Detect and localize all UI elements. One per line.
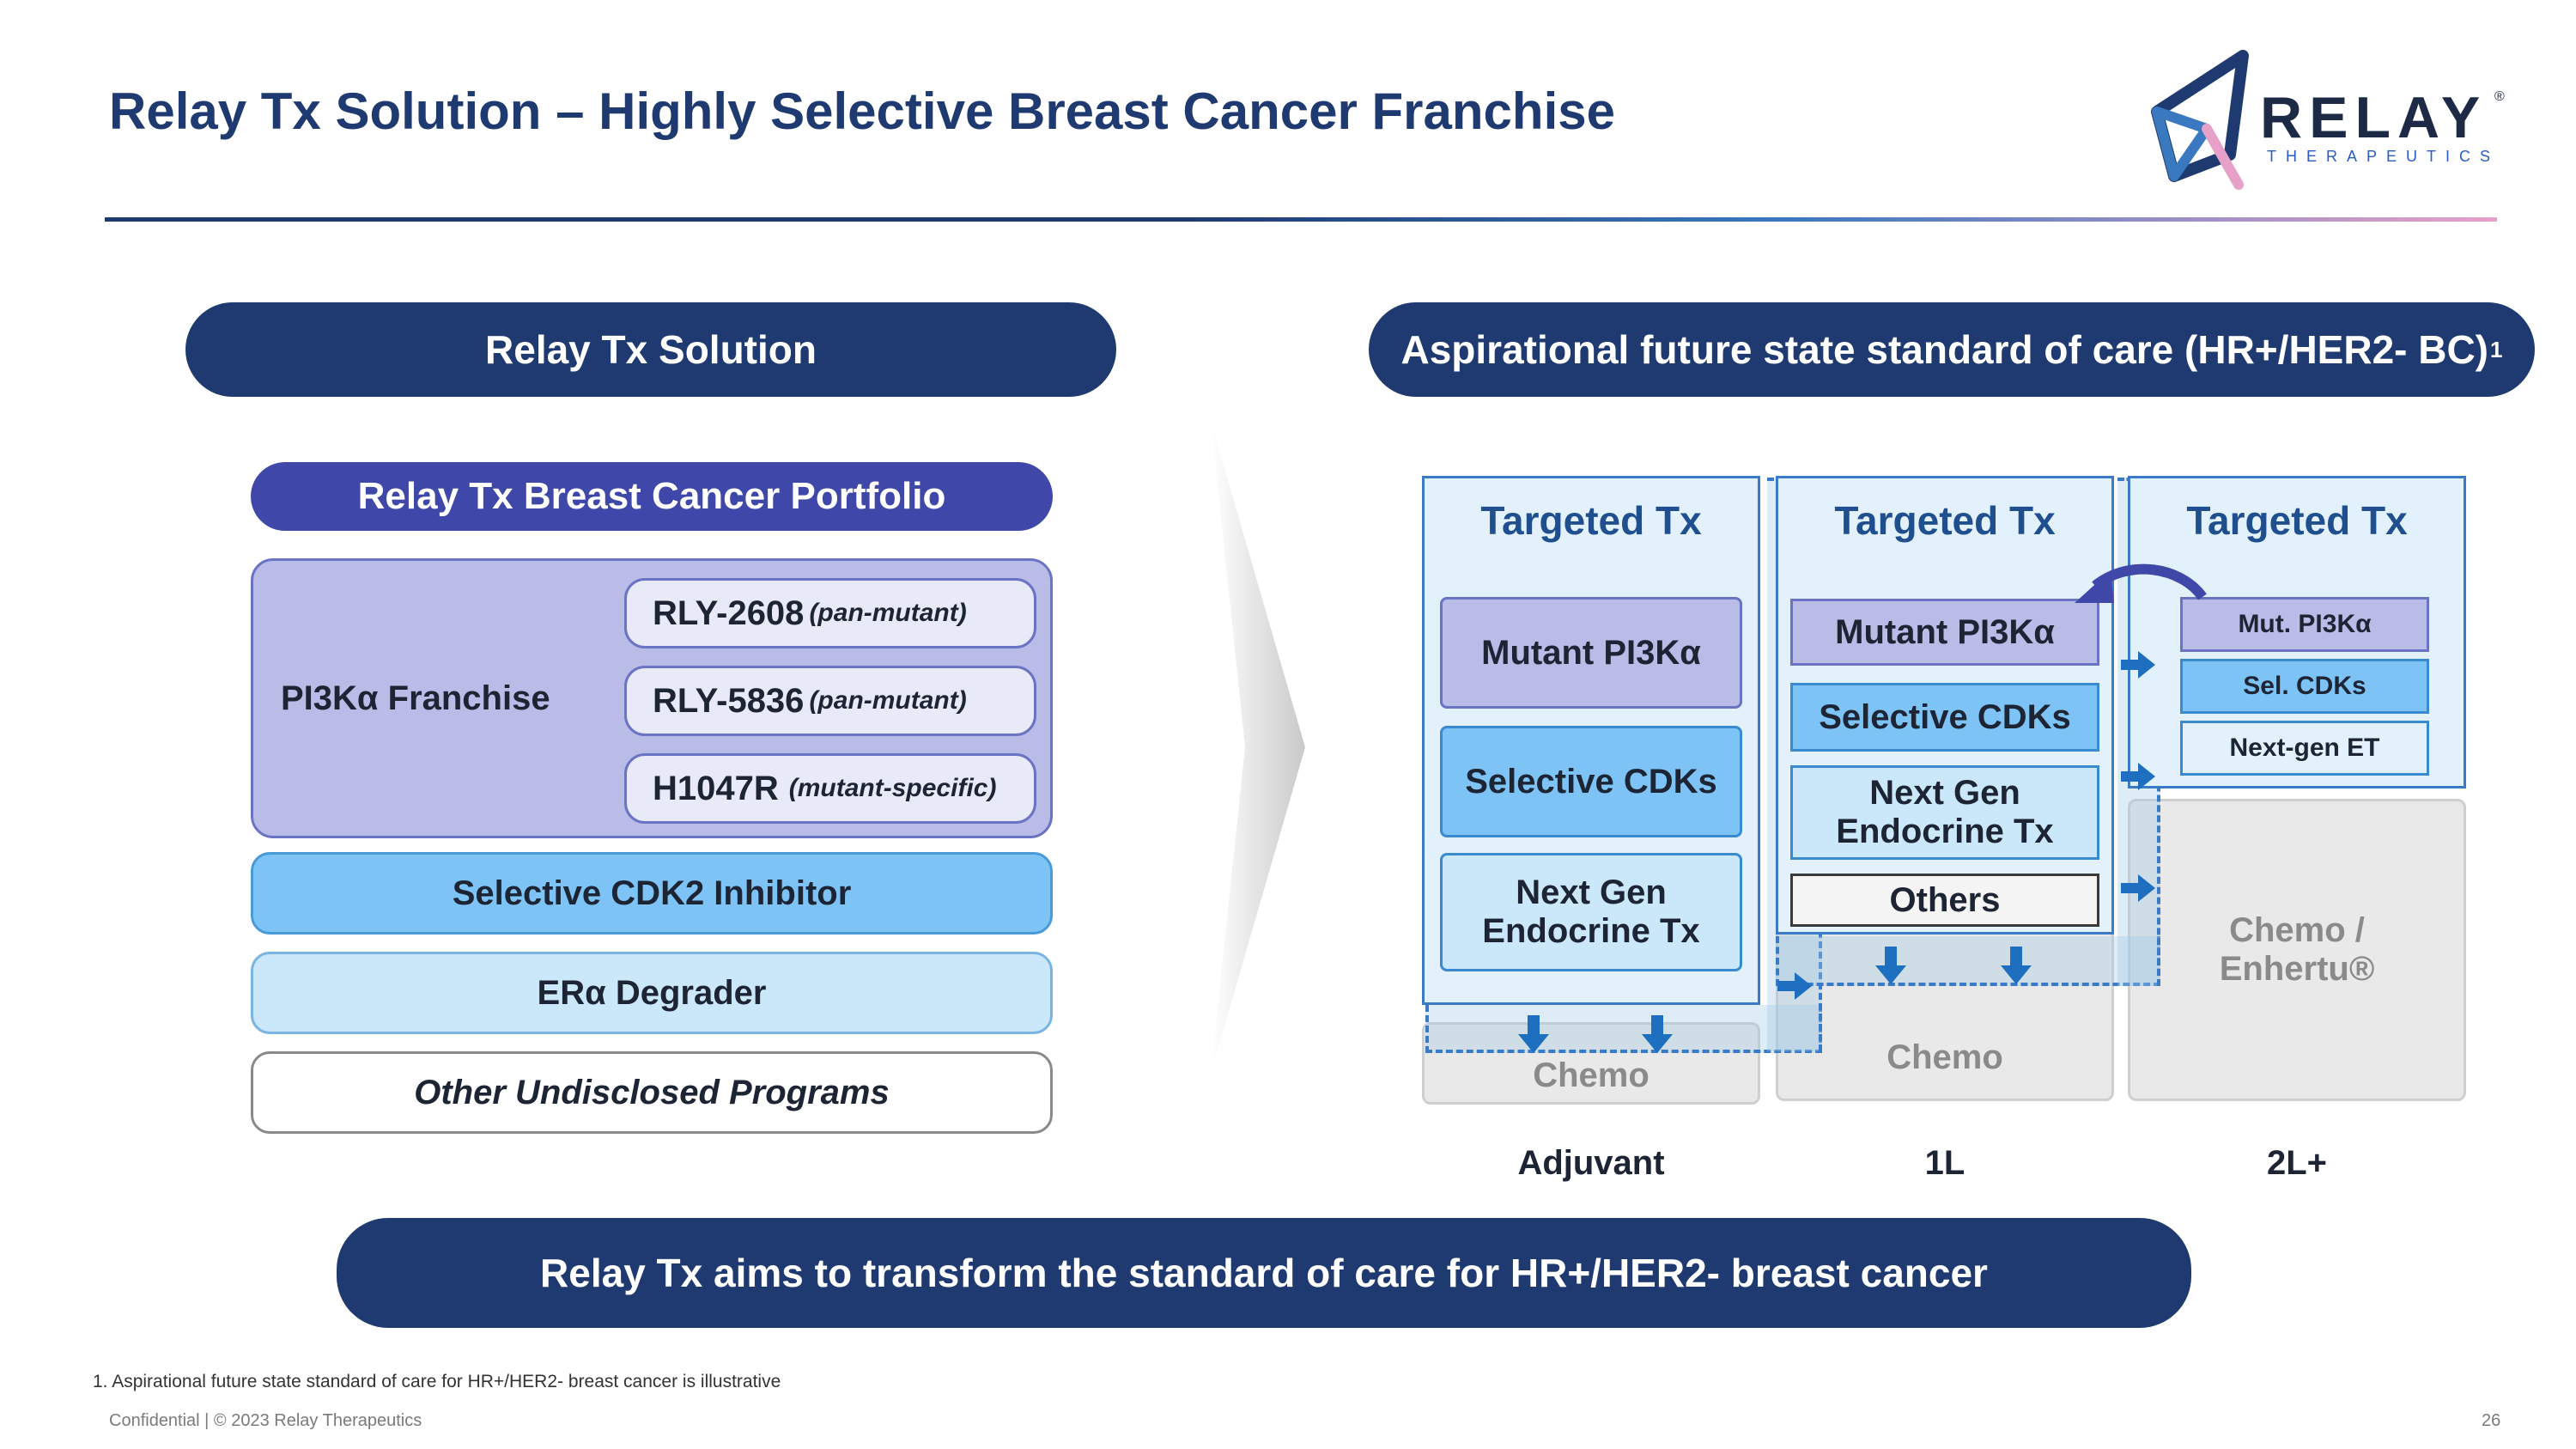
logo-wordmark: RELAY	[2260, 85, 2488, 150]
footnote-marker: 1	[2490, 336, 2503, 362]
franchise-label: PI3Kα Franchise	[281, 679, 550, 717]
label-1l: 1L	[1924, 1144, 1965, 1182]
cdk2-inhibitor-program: Selective CDK2 Inhibitor	[251, 852, 1053, 935]
down-arrow-icon	[1518, 1015, 1549, 1053]
page-number: 26	[2482, 1411, 2501, 1430]
right-header-text: Aspirational future state standard of ca…	[1400, 327, 2489, 372]
left-section-header: Relay Tx Solution	[185, 302, 1116, 397]
confidential-notice: Confidential | © 2023 Relay Therapeutics	[109, 1411, 422, 1430]
program-h1047r: H1047R (mutant-specific)	[624, 753, 1036, 824]
adjuvant-targeted-column: Targeted Tx Mutant PI3Kα Selective CDKs …	[1422, 476, 1760, 1005]
right-arrow-icon	[1777, 972, 1812, 1000]
down-arrow-icon	[2001, 947, 2032, 984]
curved-arrow-icon	[2075, 563, 2207, 603]
column-title: Targeted Tx	[2186, 498, 2408, 543]
adjuvant-chemo-box: Chemo	[1422, 1022, 1760, 1105]
right-section-header: Aspirational future state standard of ca…	[1369, 302, 2535, 397]
footnote: 1. Aspirational future state standard of…	[93, 1372, 781, 1391]
1l-shift-zone	[1776, 936, 2160, 986]
program-name: RLY-5836	[653, 681, 805, 720]
logo-registered: ®	[2494, 89, 2505, 104]
portfolio-title: Relay Tx Breast Cancer Portfolio	[251, 462, 1053, 531]
right-arrow-icon	[2121, 763, 2155, 790]
1l-targeted-column: Targeted Tx Mutant PI3Kα Selective CDKs …	[1776, 476, 2114, 935]
1l-mutant-pi3k: Mutant PI3Kα	[1790, 599, 2099, 666]
program-rly-2608: RLY-2608 (pan-mutant)	[624, 578, 1036, 648]
right-arrow-icon	[2121, 651, 2155, 679]
1l-next-gen-endocrine: Next Gen Endocrine Tx	[1790, 765, 2099, 860]
column-title: Targeted Tx	[1834, 498, 2056, 543]
label-adjuvant: Adjuvant	[1517, 1144, 1665, 1182]
program-rly-5836: RLY-5836 (pan-mutant)	[624, 666, 1036, 736]
relay-logo-mark-icon	[2151, 50, 2249, 190]
page-title: Relay Tx Solution – Highly Selective Bre…	[109, 82, 1615, 140]
right-arrow-icon	[2121, 874, 2155, 902]
adjuvant-shift-zone	[1425, 1005, 1822, 1053]
chevron-divider-icon	[1211, 421, 1305, 1074]
down-arrow-icon	[1875, 947, 1906, 984]
program-note: (pan-mutant)	[809, 686, 967, 715]
2l-next-gen-et: Next-gen ET	[2180, 721, 2429, 776]
column-title: Targeted Tx	[1480, 498, 1702, 543]
program-note: (pan-mutant)	[809, 599, 967, 627]
adjuvant-next-gen-endocrine: Next Gen Endocrine Tx	[1440, 853, 1742, 971]
pi3k-franchise-panel: PI3Kα Franchise RLY-2608 (pan-mutant) RL…	[251, 558, 1053, 838]
2l-chemo-box: Chemo / Enhertu®	[2128, 799, 2466, 1101]
adjuvant-mutant-pi3k: Mutant PI3Kα	[1440, 597, 1742, 709]
2l-sel-cdks: Sel. CDKs	[2180, 659, 2429, 714]
logo-subtitle: THERAPEUTICS	[2267, 148, 2500, 165]
other-programs: Other Undisclosed Programs	[251, 1051, 1053, 1134]
bottom-banner: Relay Tx aims to transform the standard …	[337, 1218, 2191, 1328]
program-name: H1047R	[653, 769, 779, 807]
label-2l-plus: 2L+	[2266, 1144, 2328, 1182]
2l-targeted-column: Targeted Tx Mut. PI3Kα Sel. CDKs Next-ge…	[2128, 476, 2466, 788]
2l-mut-pi3k: Mut. PI3Kα	[2180, 597, 2429, 652]
program-name: RLY-2608	[653, 594, 805, 632]
1l-others: Others	[1790, 874, 2099, 927]
1l-selective-cdks: Selective CDKs	[1790, 683, 2099, 752]
title-divider	[105, 217, 2497, 222]
adjuvant-selective-cdks: Selective CDKs	[1440, 726, 1742, 837]
era-degrader-program: ERα Degrader	[251, 952, 1053, 1034]
program-note: (mutant-specific)	[788, 774, 997, 802]
down-arrow-icon	[1642, 1015, 1673, 1053]
